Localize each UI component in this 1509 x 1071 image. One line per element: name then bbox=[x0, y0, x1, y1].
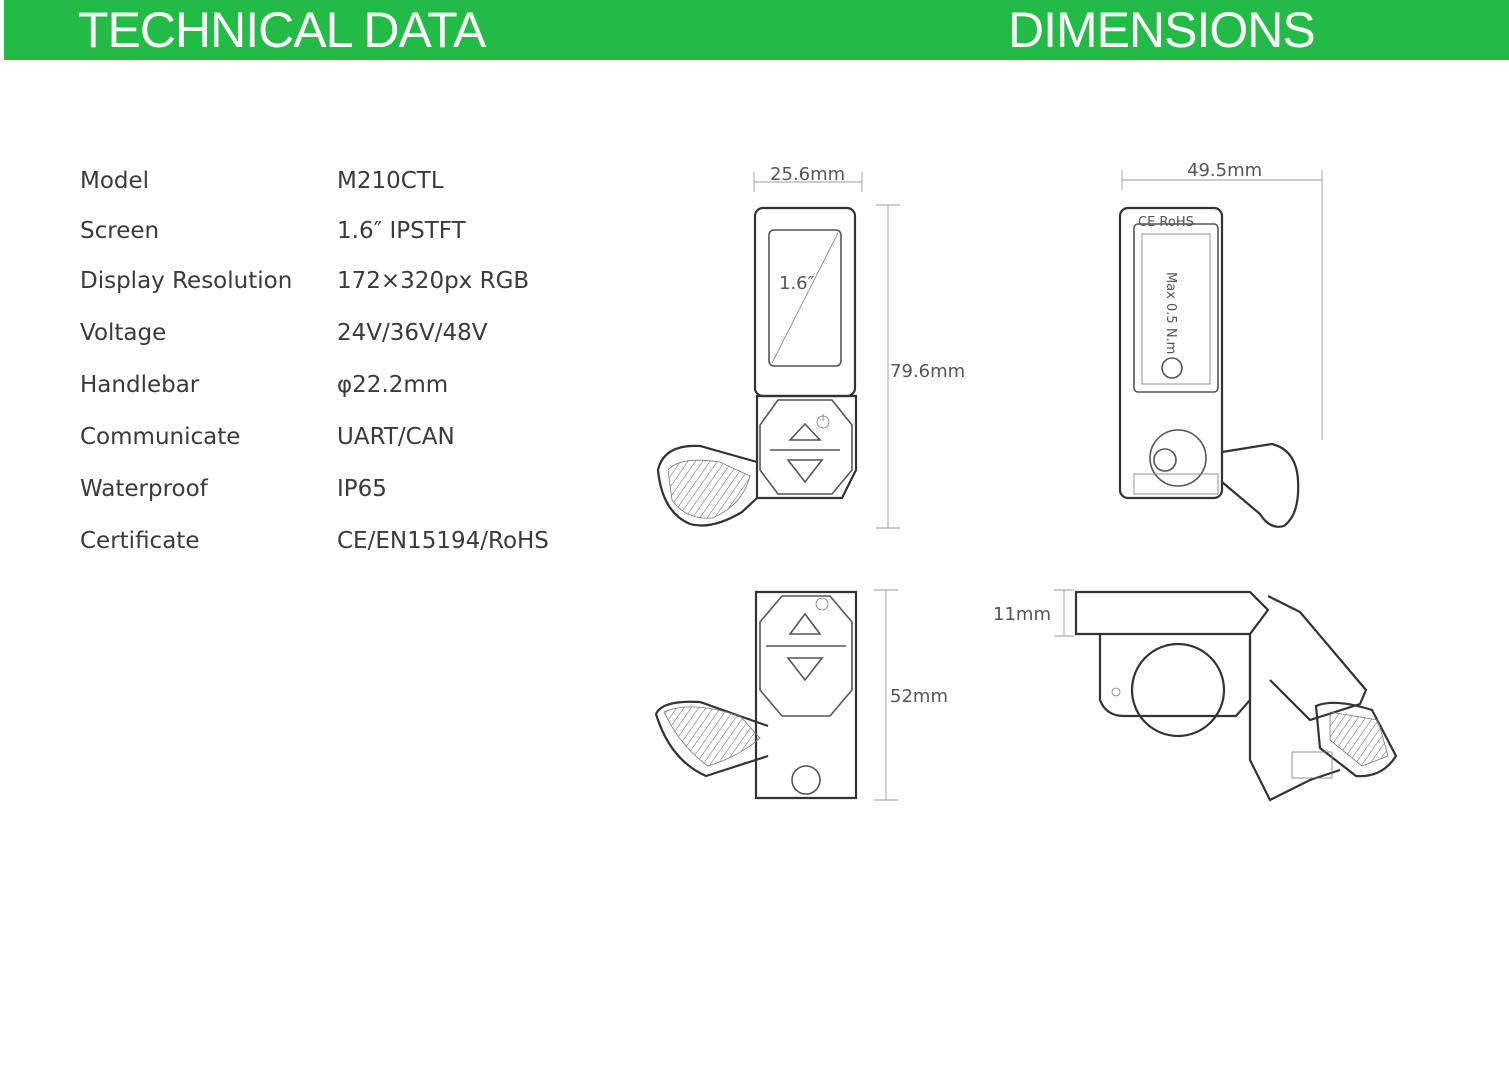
back-marking-ce: CE RoHS bbox=[1138, 215, 1194, 230]
screen-outline bbox=[768, 229, 842, 367]
thumb-lever bbox=[656, 444, 758, 527]
front-width-label: 25.6mm bbox=[770, 164, 845, 185]
spec-value: M210CTL bbox=[337, 168, 444, 194]
button-housing bbox=[755, 394, 858, 500]
up-arrow-icon bbox=[788, 422, 822, 441]
front-height-label: 79.6mm bbox=[890, 361, 965, 382]
spec-value: 1.6″ IPSTFT bbox=[337, 218, 466, 244]
handlebar-clamp-ring bbox=[1130, 642, 1226, 738]
spec-value: φ22.2mm bbox=[337, 372, 449, 398]
bottom-height-label: 52mm bbox=[890, 686, 948, 707]
bottom-up-arrow-icon bbox=[788, 612, 822, 635]
spec-label: Certificate bbox=[80, 528, 200, 554]
bottom-clamp-bolt-icon bbox=[791, 765, 821, 795]
clamp-disc bbox=[1149, 429, 1207, 487]
side-clamp-body bbox=[1098, 634, 1252, 718]
display-housing bbox=[753, 206, 857, 398]
side-slanted-housing bbox=[1267, 595, 1368, 722]
back-housing bbox=[1118, 206, 1224, 500]
back-lever bbox=[1221, 442, 1300, 528]
button-pad-outline bbox=[759, 399, 853, 495]
side-thickness-label: 11mm bbox=[993, 604, 1051, 625]
back-plate-inner bbox=[1141, 233, 1211, 385]
spec-value: IP65 bbox=[337, 476, 387, 502]
header-bar bbox=[4, 0, 1509, 60]
bottom-power-icon bbox=[815, 597, 829, 611]
side-view-drawing: 11mm bbox=[993, 589, 1398, 802]
back-view-drawing: 49.5mm CE RoHS Max 0.5 N.m bbox=[1118, 160, 1323, 528]
side-paddle-ribs bbox=[1329, 711, 1389, 767]
side-thumb-paddle bbox=[1314, 701, 1398, 778]
bottom-view-drawing: 52mm bbox=[654, 589, 948, 801]
bottom-down-arrow-icon bbox=[786, 657, 824, 682]
back-plate bbox=[1133, 223, 1219, 393]
spec-value: CE/EN15194/RoHS bbox=[337, 528, 549, 554]
screen-diagonal bbox=[771, 232, 839, 364]
back-width-label: 49.5mm bbox=[1187, 160, 1262, 181]
spec-label: Voltage bbox=[80, 320, 167, 346]
technical-data-title: TECHNICAL DATA bbox=[78, 2, 486, 58]
bottom-lever-ribs bbox=[663, 706, 761, 767]
side-lever-arm bbox=[1248, 634, 1341, 802]
spec-value: 24V/36V/48V bbox=[337, 320, 488, 346]
clamp-bolt-icon bbox=[1153, 448, 1177, 472]
bottom-housing bbox=[754, 590, 858, 800]
bottom-button-pad bbox=[759, 595, 853, 717]
spec-label: Model bbox=[80, 168, 150, 194]
thumb-lever-ribs bbox=[667, 459, 751, 519]
dimensions-title: DIMENSIONS bbox=[1008, 2, 1316, 58]
side-bracket bbox=[1291, 751, 1333, 779]
back-base bbox=[1133, 473, 1219, 495]
spec-label: Display Resolution bbox=[80, 268, 293, 294]
spec-value: 172×320px RGB bbox=[337, 268, 530, 294]
back-screw bbox=[1161, 357, 1183, 379]
spec-label: Communicate bbox=[80, 424, 241, 450]
bottom-thumb-lever bbox=[654, 700, 769, 778]
spec-label: Waterproof bbox=[80, 476, 208, 502]
side-display-body bbox=[1074, 590, 1270, 636]
spec-label: Handlebar bbox=[80, 372, 200, 398]
spec-value: UART/CAN bbox=[337, 424, 455, 450]
spec-label: Screen bbox=[80, 218, 160, 244]
screen-size-label: 1.6″ bbox=[779, 273, 815, 294]
back-marking-torque: Max 0.5 N.m bbox=[1163, 272, 1178, 354]
side-pin bbox=[1111, 687, 1121, 697]
down-arrow-icon bbox=[786, 459, 824, 484]
front-view-drawing: 25.6mm 79.6mm 1.6″ bbox=[656, 164, 965, 529]
